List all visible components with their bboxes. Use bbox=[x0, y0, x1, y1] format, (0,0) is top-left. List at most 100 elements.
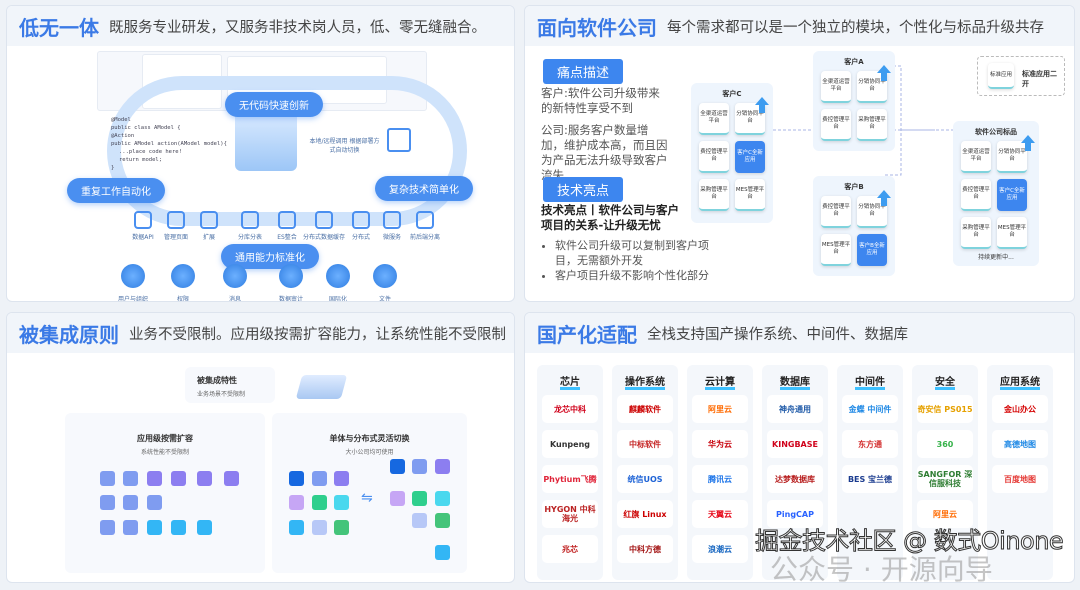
customer-title: 客户C bbox=[722, 90, 742, 98]
panel-header: 低无一体 既服务专业研发，又服务非技术岗人员，低、零无缝融合。 bbox=[7, 6, 514, 46]
panel-low-no-code: 低无一体 既服务专业研发，又服务非技术岗人员，低、零无缝融合。 @Model pu… bbox=[6, 5, 515, 302]
watermark-back: 公众号 · 开源向导 bbox=[770, 553, 993, 586]
upgrade-arrow-icon bbox=[1021, 135, 1035, 151]
legend-box: 标准应用 标准应用二开 bbox=[977, 56, 1065, 96]
cube-icon bbox=[390, 491, 405, 506]
category-title: 中间件 bbox=[855, 377, 885, 388]
feature-icon bbox=[383, 211, 401, 229]
panel-subtitle: 业务不受限制。应用级按需扩容能力，让系统性能不受限制 bbox=[129, 326, 506, 343]
panel-title: 国产化适配 bbox=[537, 322, 637, 347]
category-title: 应用系统 bbox=[1000, 377, 1040, 388]
pain-customer: 客户:软件公司升级带来的新特性享受不到 bbox=[541, 86, 660, 115]
feature-label: 数据API bbox=[132, 234, 154, 241]
category-title: 安全 bbox=[935, 377, 955, 388]
cube-icon bbox=[197, 520, 212, 535]
cube-icon bbox=[412, 491, 427, 506]
switch-title: 单体与分布式灵活切换 bbox=[329, 434, 410, 443]
pain-company: 公司:服务客户数量增加，维护成本高，而且因为产品无法升级导致客户流失 bbox=[541, 123, 668, 182]
cube-icon bbox=[171, 471, 186, 486]
module-item: 文件 bbox=[363, 264, 407, 302]
customer-title: 客户B bbox=[844, 183, 864, 191]
module-card: 全渠道运营平台 bbox=[699, 103, 729, 135]
vendor-logo: SANGFOR 深信服科技 bbox=[917, 465, 973, 493]
panel-title: 被集成原则 bbox=[19, 322, 119, 347]
feature-icon bbox=[352, 211, 370, 229]
category-column: 云计算阿里云华为云腾讯云天翼云浪潮云 bbox=[687, 365, 753, 580]
category-title: 操作系统 bbox=[625, 377, 665, 388]
scale-sub: 系统性能不受限制 bbox=[140, 449, 189, 456]
module-label: 权限 bbox=[176, 296, 189, 302]
vendor-logo: 龙芯中科 bbox=[542, 395, 598, 423]
module-label: 消息 bbox=[228, 296, 241, 302]
panel-subtitle: 全栈支持国产操作系统、中间件、数据库 bbox=[647, 326, 908, 343]
code-line: public class AModel { bbox=[111, 125, 181, 131]
cube-icon bbox=[412, 459, 427, 474]
vendor-logo: 统信UOS bbox=[617, 465, 673, 493]
vendor-logo: PingCAP bbox=[767, 500, 823, 528]
cube-icon bbox=[312, 495, 327, 510]
module-label: 用户与组织 bbox=[117, 296, 148, 302]
watermark-front: 掘金技术社区 @ 数式Oinone bbox=[754, 527, 1064, 555]
vendor-logo: 金山办公 bbox=[992, 395, 1048, 423]
scale-card: 应用级按需扩容 系统性能不受限制 bbox=[65, 413, 265, 573]
feature-icon bbox=[167, 211, 185, 229]
code-line: public AModel action(AModel model){ bbox=[111, 141, 227, 147]
scale-title: 应用级按需扩容 bbox=[137, 434, 193, 443]
module-label: 文件 bbox=[378, 296, 391, 302]
vendor-logo: 神舟通用 bbox=[767, 395, 823, 423]
cube-icon bbox=[435, 459, 450, 474]
feature-icon bbox=[200, 211, 218, 229]
category-title: 芯片 bbox=[560, 377, 580, 388]
cube-icon bbox=[435, 513, 450, 528]
feature-icon bbox=[278, 211, 296, 229]
feature-item: 分布式 bbox=[339, 211, 383, 241]
code-line: return model; bbox=[119, 157, 163, 163]
vendor-logo: 中科方德 bbox=[617, 535, 673, 563]
cube-icon bbox=[171, 520, 186, 535]
panel-title: 面向软件公司 bbox=[537, 15, 657, 40]
panel-subtitle: 每个需求都可以是一个独立的模块，个性化与标品升级共存 bbox=[667, 19, 1044, 36]
module-card: 客户C全新应用 bbox=[735, 141, 765, 173]
module-card: 费控管理平台 bbox=[821, 196, 851, 228]
panel-header: 面向软件公司 每个需求都可以是一个独立的模块，个性化与标品升级共存 bbox=[525, 6, 1074, 46]
vendor-logo: 360 bbox=[917, 430, 973, 458]
cube-icon bbox=[224, 471, 239, 486]
cube-icon bbox=[100, 471, 115, 486]
module-card: 采购管理平台 bbox=[699, 179, 729, 211]
upgrade-arrow-icon bbox=[755, 97, 769, 113]
switch-card: 单体与分布式灵活切换 大小公司均可使用 bbox=[272, 413, 467, 573]
vendor-logo: 东方通 bbox=[842, 430, 898, 458]
code-line: } bbox=[111, 165, 115, 171]
switch-sub: 大小公司均可使用 bbox=[345, 449, 394, 456]
upgrade-arrow-icon bbox=[877, 65, 891, 81]
vendor-logo: 阿里云 bbox=[692, 395, 748, 423]
vendor-logo: KINGBASE bbox=[767, 430, 823, 458]
panel-title: 低无一体 bbox=[19, 15, 99, 40]
cube-icon bbox=[312, 471, 327, 486]
customer-title: 客户A bbox=[844, 58, 864, 66]
legend-label: 标准应用二开 bbox=[1022, 70, 1057, 88]
cube-icon bbox=[123, 471, 138, 486]
cube-icon bbox=[100, 495, 115, 510]
cube-icon bbox=[289, 495, 304, 510]
module-item: 用户与组织 bbox=[111, 264, 155, 302]
feature-label: 微服务 bbox=[382, 234, 401, 241]
module-icon bbox=[121, 264, 145, 288]
vendor-logo: HYGON 中科海光 bbox=[542, 500, 598, 528]
feature-item: 数据API bbox=[121, 211, 165, 241]
module-item: 消息 bbox=[213, 264, 257, 302]
vendor-logo: 达梦数据库 bbox=[767, 465, 823, 493]
category-title: 数据库 bbox=[780, 377, 810, 388]
feature-card: 被集成特性 业务场景不受限制 bbox=[185, 367, 275, 403]
computer-illustration bbox=[235, 111, 297, 171]
cube-icon bbox=[147, 520, 162, 535]
vendor-logo: BES 宝兰德 bbox=[842, 465, 898, 493]
cube-icon bbox=[100, 520, 115, 535]
code-line: @Model bbox=[111, 117, 131, 123]
network-icon bbox=[387, 128, 411, 152]
cube-icon bbox=[334, 520, 349, 535]
feature-label: 分库分表 bbox=[237, 234, 262, 241]
